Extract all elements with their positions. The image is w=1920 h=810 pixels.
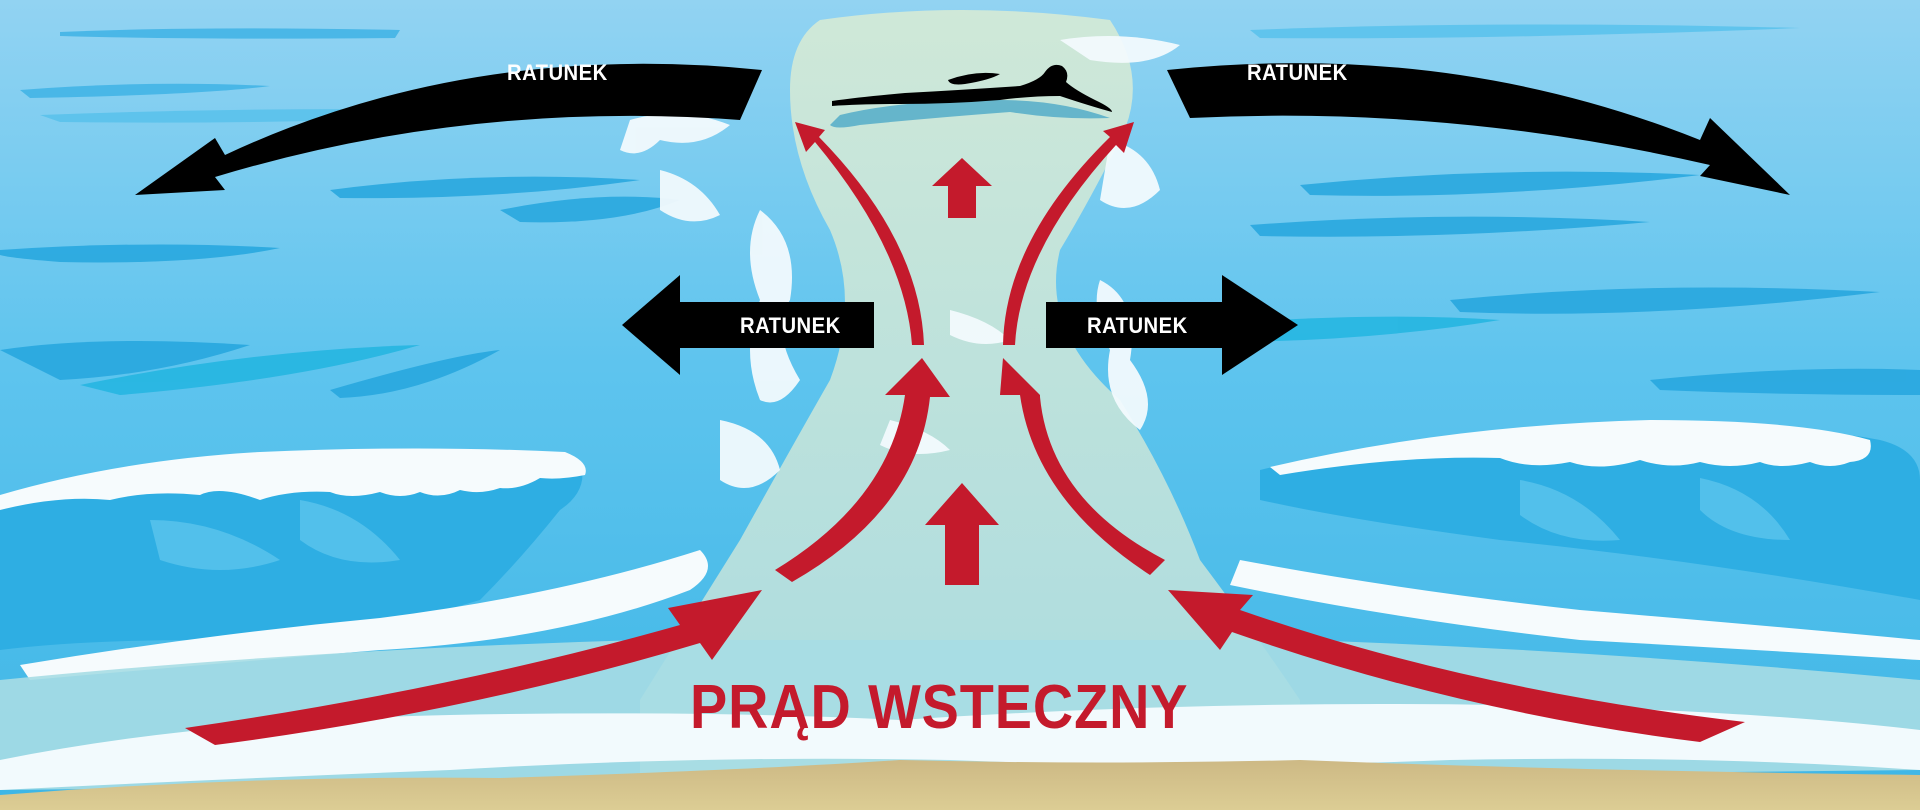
current-arrow-upper-right xyxy=(1003,122,1134,345)
current-arrow-lower-left xyxy=(775,358,950,582)
rescue-label-top-right: RATUNEK xyxy=(1247,60,1348,85)
rescue-label-top-left: RATUNEK xyxy=(507,60,608,85)
wave-streaks xyxy=(0,24,1920,398)
rescue-label-middle-left: RATUNEK xyxy=(740,313,841,338)
current-arrow-lower-right xyxy=(1000,358,1165,575)
current-arrow-bottom-left xyxy=(185,590,762,745)
rip-channel xyxy=(640,10,1300,790)
sand-beach xyxy=(0,760,1920,810)
rescue-arrow-top-right xyxy=(1167,63,1790,196)
shore-foam xyxy=(0,704,1920,790)
left-breaking-wave xyxy=(0,448,708,680)
current-arrows xyxy=(185,122,1745,745)
current-arrow-upper-center xyxy=(932,158,992,218)
rescue-arrow-middle-left xyxy=(622,275,874,375)
rescue-arrows xyxy=(135,63,1790,375)
current-arrow-bottom-right xyxy=(1168,590,1745,742)
swimmer-icon xyxy=(830,64,1112,128)
diagram-title: PRĄD WSTECZNY xyxy=(690,673,1189,742)
rescue-arrow-middle-right xyxy=(1046,275,1298,375)
rescue-arrow-top-left xyxy=(135,63,762,195)
current-arrow-lower-center xyxy=(925,483,999,585)
rescue-label-middle-right: RATUNEK xyxy=(1087,313,1188,338)
right-breaking-wave xyxy=(1230,420,1920,660)
current-arrow-upper-left xyxy=(795,122,924,345)
